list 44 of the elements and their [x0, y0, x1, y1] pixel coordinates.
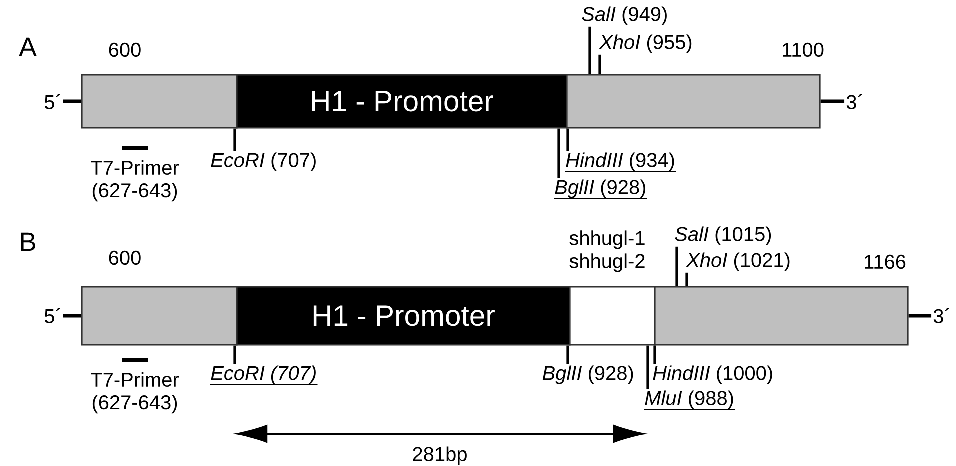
size-label: 281bp — [413, 446, 467, 466]
site-tick — [588, 26, 592, 74]
site-label: SalI (1015) — [675, 226, 772, 246]
strand-line — [820, 100, 845, 104]
site-tick — [566, 346, 570, 364]
end-label: 5´ — [44, 308, 60, 324]
promoter-box: H1 - Promoter — [236, 286, 571, 346]
site-label: BglII (928) — [542, 366, 634, 384]
site-tick — [566, 128, 570, 152]
site-tick — [654, 346, 656, 364]
position-number: 600 — [109, 42, 141, 58]
promoter-box: H1 - Promoter — [236, 74, 568, 129]
primer-label: T7-Primer (627-643) — [91, 358, 180, 414]
site-label: HindIII (1000) — [653, 366, 772, 384]
insert-box: shhugl-1 shhugl-2 — [569, 230, 656, 346]
primer-label: T7-Primer (627-643) — [91, 146, 180, 202]
site-label: BglII (928) — [554, 180, 648, 200]
node-label: shhugl-1 — [570, 230, 645, 250]
strand-line — [63, 100, 82, 104]
site-label: XhoI (955) — [599, 34, 692, 54]
site-label: MluI (988) — [644, 390, 736, 410]
position-number: 1100 — [783, 42, 824, 58]
position-number: 600 — [109, 250, 141, 266]
site-tick — [676, 246, 678, 286]
panel-letter: B — [21, 232, 36, 252]
site-label: EcoRI (707) — [211, 152, 316, 172]
site-label: XhoI (1021) — [686, 252, 790, 272]
position-number: 1166 — [865, 254, 906, 270]
site-tick — [558, 128, 560, 178]
panel-letter: A — [19, 38, 37, 56]
site-label: EcoRI (707) — [210, 366, 318, 386]
site-label: SalI (949) — [582, 6, 667, 26]
site-label: HindIII (934) — [564, 152, 676, 172]
end-label: 3´ — [934, 308, 950, 324]
end-label: 5´ — [44, 94, 60, 110]
strand-line — [908, 314, 932, 318]
site-tick — [686, 272, 688, 286]
site-tick — [234, 128, 236, 152]
site-tick — [646, 346, 650, 390]
node-label: shhugl-2 — [570, 254, 645, 272]
end-label: 3´ — [846, 94, 862, 110]
site-tick — [598, 54, 602, 74]
site-tick — [234, 346, 236, 364]
strand-line — [63, 314, 82, 318]
